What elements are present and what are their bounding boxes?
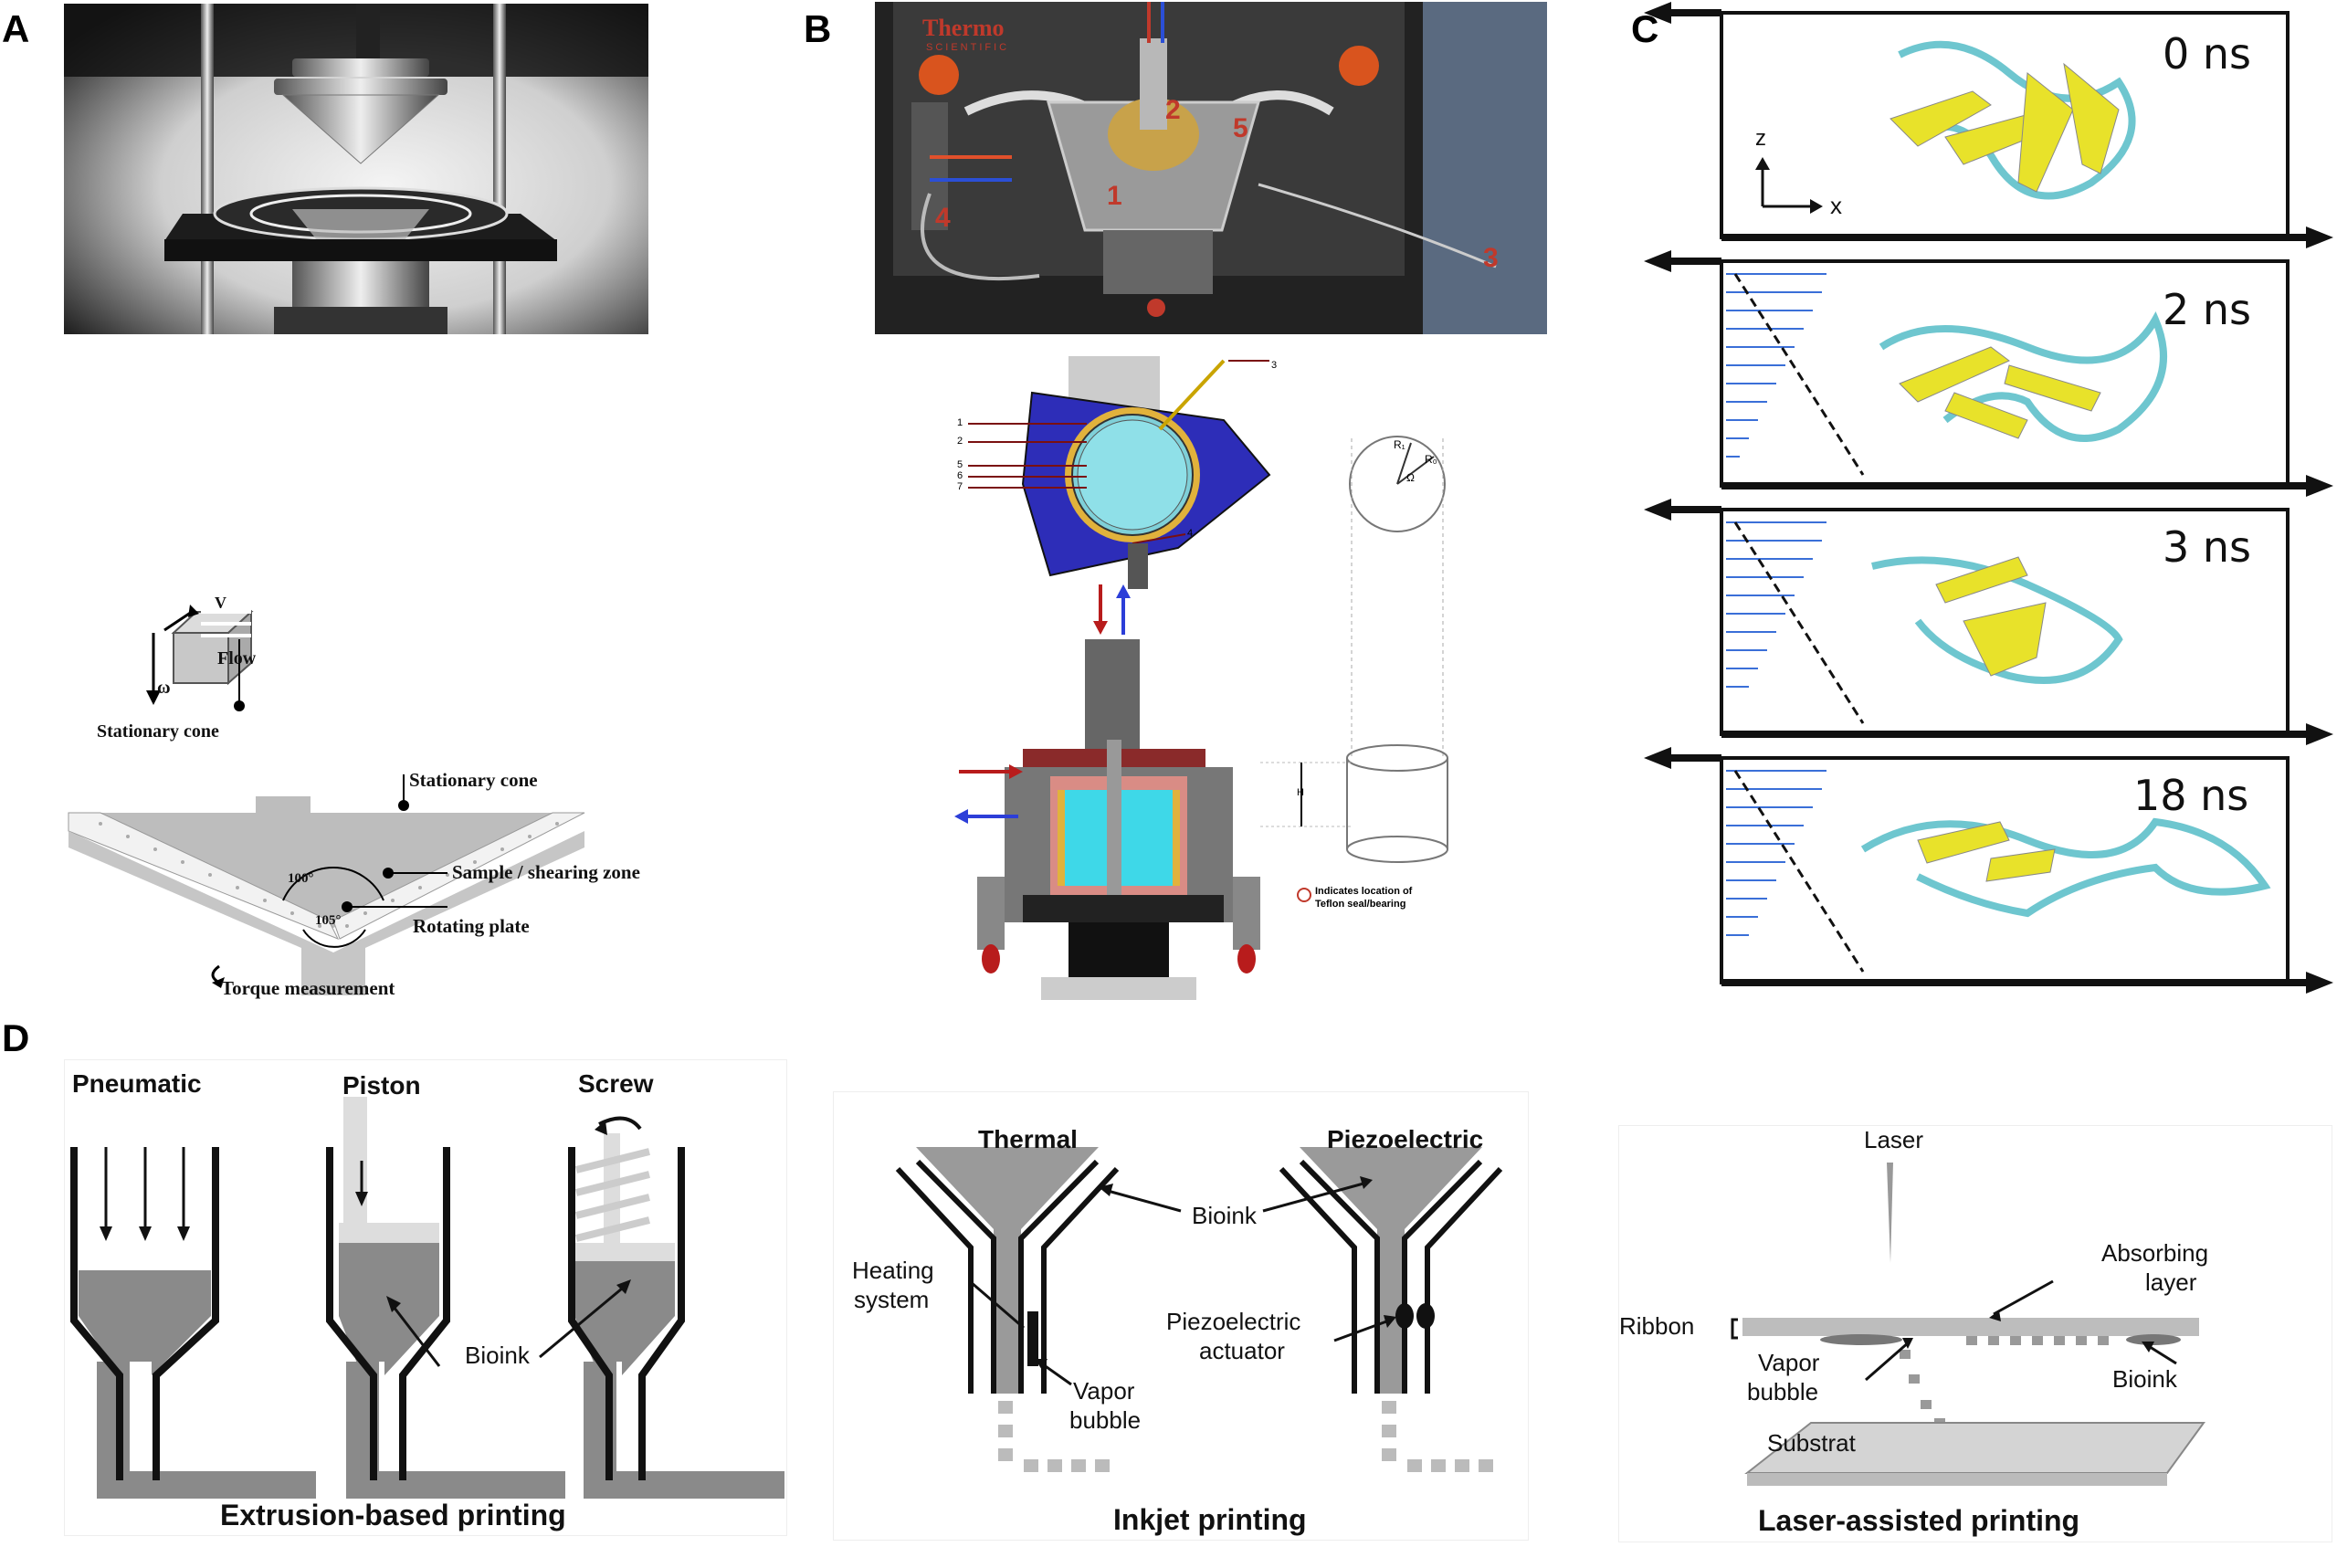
vapor-label-line-1: Vapor bbox=[1073, 1377, 1135, 1405]
extrusion-printing-drawing bbox=[70, 1097, 784, 1499]
drawing-number-3: 3 bbox=[1271, 360, 1278, 371]
piezo-label-line-1: Piezoelectric bbox=[1166, 1308, 1301, 1335]
extrusion-caption: Extrusion-based printing bbox=[220, 1499, 566, 1531]
thermal-title: Thermal bbox=[978, 1125, 1078, 1153]
inkjet-bioink-label: Bioink bbox=[1192, 1202, 1257, 1229]
protein-3ns bbox=[1871, 556, 2123, 684]
piezo-label-line-2: actuator bbox=[1199, 1337, 1285, 1364]
cone-plate-schematic: Flow V ω Stationary cone Stationary cone… bbox=[64, 592, 740, 999]
teflon-note-line-1: Indicates location of bbox=[1315, 886, 1413, 897]
rotating-plate-label: Rotating plate bbox=[413, 915, 530, 937]
protein-18ns bbox=[1860, 817, 2271, 918]
laser-vapor-label-line-2: bubble bbox=[1747, 1378, 1819, 1405]
pneumatic-title: Pneumatic bbox=[72, 1069, 202, 1098]
flow-label: Flow bbox=[217, 648, 257, 668]
shear-cell-cross-section bbox=[954, 356, 1448, 1000]
shear-cell-technical-drawing: 3 1 2 5 6 7 4 R₁ R₀ Ω H Indicates locati… bbox=[950, 347, 1461, 1005]
r0-label: R₀ bbox=[1425, 453, 1437, 466]
teflon-note-line-2: Teflon seal/bearing bbox=[1315, 899, 1406, 910]
axis-z-label: z bbox=[1755, 126, 1766, 151]
absorbing-label-line-2: layer bbox=[2145, 1268, 2197, 1296]
photo-number-3: 3 bbox=[1483, 243, 1499, 273]
laser-printing-box: Laser Absorbing layer Ribbon Vapor bubbl… bbox=[1618, 1125, 2332, 1542]
panel-letter-b: B bbox=[804, 7, 832, 50]
omega-label: ω bbox=[157, 678, 171, 698]
drawing-number-5: 5 bbox=[957, 459, 963, 470]
stationary-cone-label: Stationary cone bbox=[409, 769, 538, 791]
ribbon-label: Ribbon bbox=[1619, 1312, 1695, 1340]
drawing-number-2: 2 bbox=[957, 436, 963, 447]
shear-cell-photo: Thermo SCIENTIFIC 1 2 3 4 5 bbox=[875, 2, 1547, 334]
drawing-number-6: 6 bbox=[957, 470, 963, 481]
absorbing-label-line-1: Absorbing bbox=[2101, 1239, 2209, 1267]
sample-shearing-zone-label: Sample / shearing zone bbox=[452, 861, 640, 883]
thermo-brand-label: Thermo bbox=[922, 15, 1005, 41]
heating-label-line-1: Heating bbox=[852, 1257, 934, 1284]
md-simulation-panel: 0 ns 2 ns 3 ns 18 ns z x bbox=[1644, 0, 2337, 1005]
extrusion-bioink-label: Bioink bbox=[465, 1342, 530, 1369]
screw-title: Screw bbox=[578, 1069, 654, 1098]
substrat-label: Substrat bbox=[1767, 1429, 1856, 1457]
thermo-brand-sub: SCIENTIFIC bbox=[926, 42, 1010, 53]
drawing-number-7: 7 bbox=[957, 481, 963, 492]
inkjet-caption: Inkjet printing bbox=[1113, 1503, 1307, 1536]
panel-letter-a: A bbox=[2, 7, 30, 50]
time-label-0ns: 0 ns bbox=[2163, 29, 2252, 79]
protein-0ns bbox=[1890, 40, 2136, 200]
laser-bioink-label: Bioink bbox=[2112, 1365, 2177, 1393]
laser-printing-drawing bbox=[1731, 1163, 2205, 1486]
omega-rotation-label: Ω bbox=[1406, 471, 1415, 484]
r1-label: R₁ bbox=[1394, 438, 1405, 451]
rheometer-render-illustration bbox=[64, 4, 648, 334]
time-label-18ns: 18 ns bbox=[2133, 771, 2249, 820]
vapor-label-line-2: bubble bbox=[1069, 1406, 1142, 1434]
extrusion-printing-box: Pneumatic Piston Screw Bioink Extrusion-… bbox=[64, 1059, 787, 1536]
cone-plate-drawing bbox=[68, 605, 585, 995]
photo-number-2: 2 bbox=[1165, 95, 1181, 125]
drawing-number-4: 4 bbox=[1187, 528, 1194, 539]
inkjet-printing-box: Thermal Piezoelectric Bioink Heating sys… bbox=[833, 1091, 1529, 1541]
time-label-3ns: 3 ns bbox=[2163, 522, 2252, 572]
protein-2ns bbox=[1879, 311, 2167, 442]
laser-caption: Laser-assisted printing bbox=[1758, 1504, 2080, 1537]
shear-cell-photo-illustration bbox=[875, 2, 1547, 334]
panel-letter-d: D bbox=[2, 1016, 30, 1059]
md-frames-drawing bbox=[1644, 2, 2333, 994]
time-label-2ns: 2 ns bbox=[2163, 285, 2252, 334]
inkjet-printing-drawing bbox=[895, 1147, 1503, 1472]
heating-label-line-2: system bbox=[854, 1286, 930, 1313]
laser-label: Laser bbox=[1864, 1126, 1924, 1153]
angle-100-label: 100° bbox=[288, 871, 314, 886]
rheometer-render-photo bbox=[64, 4, 648, 334]
height-label: H bbox=[1297, 787, 1304, 798]
photo-number-5: 5 bbox=[1233, 113, 1248, 143]
laser-vapor-label-line-1: Vapor bbox=[1758, 1349, 1820, 1376]
photo-number-1: 1 bbox=[1107, 181, 1122, 211]
piston-title: Piston bbox=[342, 1071, 421, 1100]
angle-105-label: 105° bbox=[315, 913, 342, 928]
piezoelectric-title: Piezoelectric bbox=[1327, 1125, 1484, 1153]
drawing-number-1: 1 bbox=[957, 417, 963, 428]
velocity-label: V bbox=[215, 594, 226, 612]
stationary-cone-small-label: Stationary cone bbox=[97, 721, 219, 742]
torque-measurement-label: Torque measurement bbox=[221, 977, 395, 999]
axis-x-label: x bbox=[1830, 192, 1842, 219]
photo-number-4: 4 bbox=[935, 203, 951, 233]
